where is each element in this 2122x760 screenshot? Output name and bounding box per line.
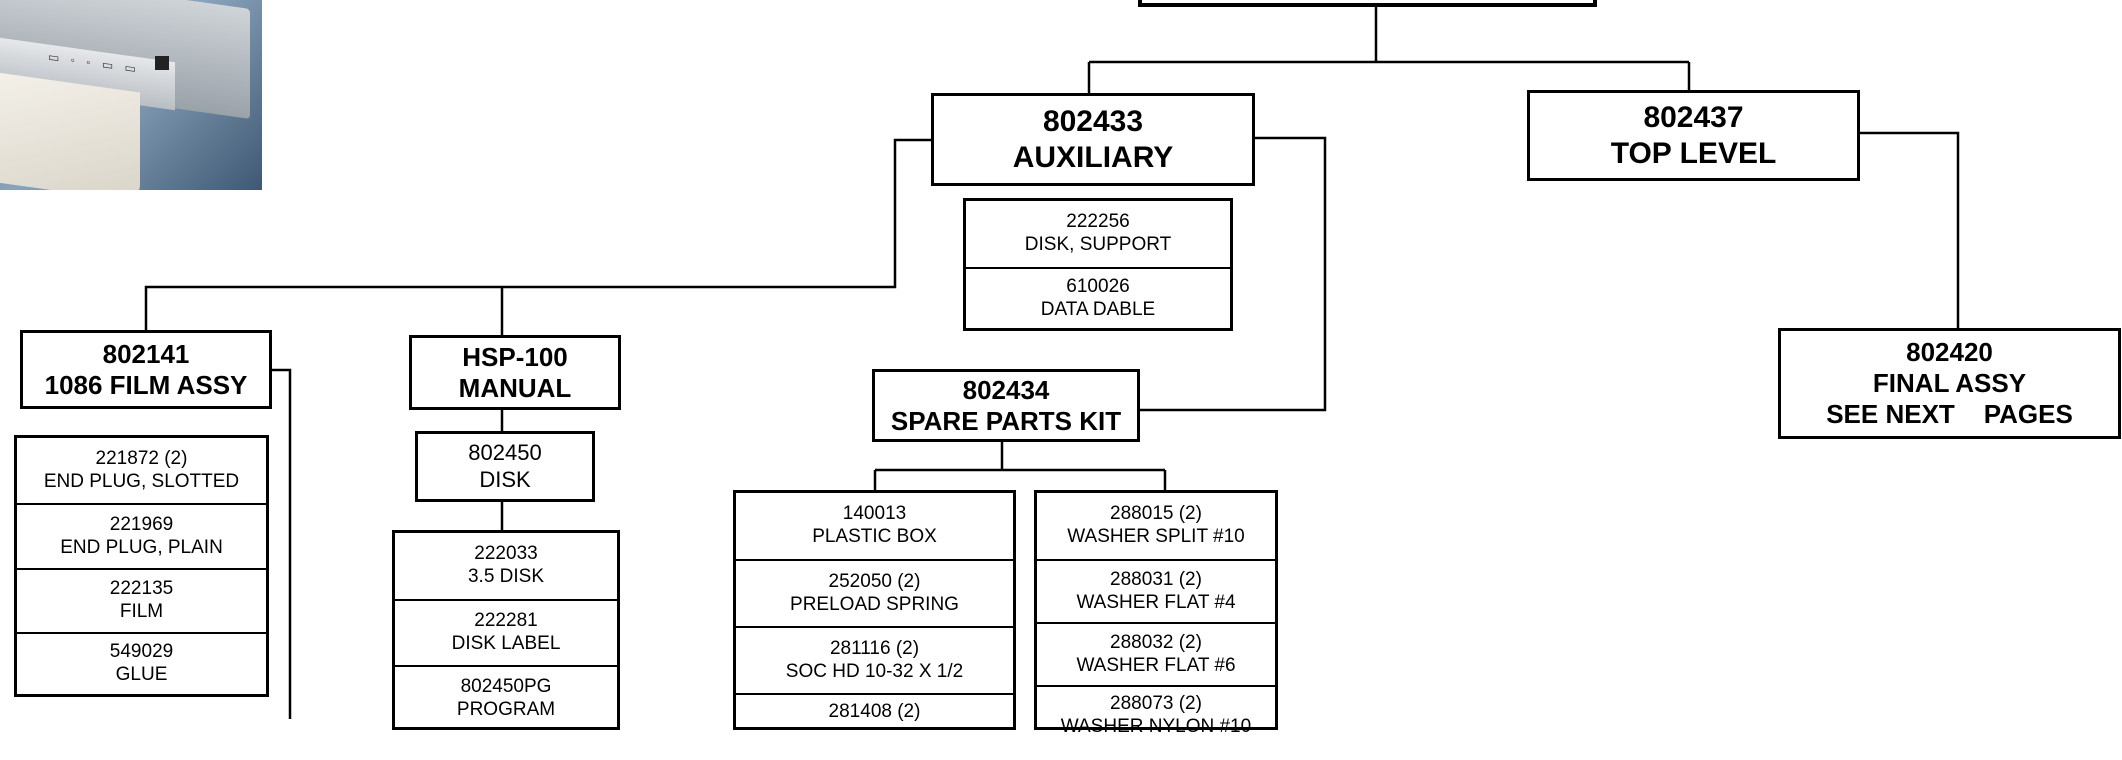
part-number: 802450 (468, 440, 542, 466)
final-assy-number: 802420 (1906, 337, 1993, 368)
auxiliary-part: 222256 DISK, SUPPORT (966, 201, 1230, 267)
manual-parts-stack: 222033 3.5 DISK 222281 DISK LABEL 802450… (392, 530, 620, 730)
spare-kit-part: 140013 PLASTIC BOX (736, 493, 1013, 559)
part-description: WASHER SPLIT #10 (1067, 526, 1245, 547)
part-description: PRELOAD SPRING (790, 593, 959, 615)
manual-number: HSP-100 (462, 341, 568, 372)
part-description: DISK, SUPPORT (1024, 234, 1172, 255)
part-number: 222281 (474, 610, 538, 632)
part-description: GLUE (115, 664, 168, 685)
product-photo: ▭ ◦ ◦ ▭ ▭ (0, 0, 262, 190)
manual-disk-box: 802450 DISK (415, 431, 595, 502)
manual-box: HSP-100 MANUAL (409, 335, 621, 410)
top-level-number: 802437 (1643, 101, 1744, 135)
part-description: WASHER FLAT #6 (1076, 654, 1236, 676)
part-number: 222033 (474, 543, 538, 565)
film-assy-part: 222135 FILM (17, 568, 266, 632)
part-number: 288032 (2) (1110, 631, 1202, 653)
auxiliary-number: 802433 (1042, 105, 1144, 139)
part-description: DISK LABEL (451, 633, 561, 654)
film-assy-label: 1086 FILM ASSY (44, 369, 248, 400)
part-number: 222135 (109, 578, 174, 600)
film-assy-part: 221872 (2) END PLUG, SLOTTED (17, 438, 266, 503)
manual-disk: 802450 DISK (418, 434, 592, 499)
part-description: WASHER NYLON #10 (1060, 715, 1252, 737)
part-description: 3.5 DISK (467, 566, 545, 587)
spare-parts-kit-box: 802434 SPARE PARTS KIT (872, 369, 1140, 442)
spare-kit-part: 281408 (2) (736, 693, 1013, 760)
film-assy-box: 802141 1086 FILM ASSY (20, 330, 272, 409)
manual-part: 802450PG PROGRAM (395, 665, 617, 731)
part-description: SOC HD 10-32 X 1/2 (785, 660, 964, 682)
manual-part: 222281 DISK LABEL (395, 599, 617, 665)
part-number: 221969 (109, 513, 174, 535)
part-description: PLASTIC BOX (812, 526, 937, 547)
connector-lines (144, 0, 1960, 719)
part-description: DATA DABLE (1040, 298, 1156, 320)
auxiliary-parts-stack: 222256 DISK, SUPPORT 610026 DATA DABLE (963, 198, 1233, 331)
part-number: 140013 (842, 503, 907, 525)
part-description: END PLUG, SLOTTED (43, 470, 240, 492)
part-number: 288031 (2) (1110, 568, 1202, 590)
manual-part: 222033 3.5 DISK (395, 533, 617, 599)
film-assy-parts-stack: 221872 (2) END PLUG, SLOTTED 221969 END … (14, 435, 269, 697)
spare-kit-parts-right: 288015 (2) WASHER SPLIT #10 288031 (2) W… (1034, 490, 1278, 737)
auxiliary-box: 802433 AUXILIARY (931, 93, 1255, 186)
part-number: 281408 (2) (828, 701, 921, 722)
film-assy-number: 802141 (102, 338, 190, 369)
film-assy-part: 221969 END PLUG, PLAIN (17, 503, 266, 568)
final-assy-box: 802420 FINAL ASSY SEE NEXT PAGES (1778, 328, 2121, 439)
part-description: FILM (119, 601, 164, 622)
spare-kit-number: 802434 (962, 374, 1050, 405)
auxiliary-label: AUXILIARY (1012, 140, 1174, 174)
manual-label: MANUAL (458, 372, 572, 403)
part-description: PROGRAM (456, 699, 556, 720)
film-assy-part: 549029 GLUE (17, 632, 266, 694)
part-number: 802450PG (460, 676, 552, 698)
auxiliary-part: 610026 DATA DABLE (966, 267, 1230, 328)
final-assy-line2: SEE NEXT PAGES (1826, 398, 2073, 429)
final-assy-line1: FINAL ASSY (1872, 368, 2027, 399)
top-level-label: TOP LEVEL (1610, 136, 1777, 170)
part-description: END PLUG, PLAIN (60, 536, 223, 558)
part-number: 610026 (1066, 275, 1130, 297)
spare-kit-part: 281116 (2) SOC HD 10-32 X 1/2 (736, 626, 1013, 693)
spare-kit-label: SPARE PARTS KIT (890, 405, 1122, 436)
part-number: 222256 (1066, 211, 1130, 233)
part-number: 549029 (109, 641, 174, 663)
part-number: 288015 (2) (1110, 503, 1202, 525)
part-number: 221872 (2) (95, 447, 188, 469)
spare-kit-part: 288031 (2) WASHER FLAT #4 (1037, 559, 1275, 622)
part-description: DISK (479, 466, 531, 492)
spare-kit-part: 288015 (2) WASHER SPLIT #10 (1037, 493, 1275, 559)
part-number: 252050 (2) (828, 570, 921, 592)
spare-kit-parts-left: 140013 PLASTIC BOX 252050 (2) PRELOAD SP… (733, 490, 1016, 730)
part-description: WASHER FLAT #4 (1076, 591, 1236, 613)
spare-kit-part: 252050 (2) PRELOAD SPRING (736, 559, 1013, 626)
spare-kit-part: 288073 (2) WASHER NYLON #10 (1037, 685, 1275, 755)
part-number: 288073 (2) (1110, 693, 1202, 714)
part-number: 281116 (2) (829, 637, 920, 659)
spare-kit-part: 288032 (2) WASHER FLAT #6 (1037, 622, 1275, 685)
top-level-box: 802437 TOP LEVEL (1527, 90, 1860, 181)
